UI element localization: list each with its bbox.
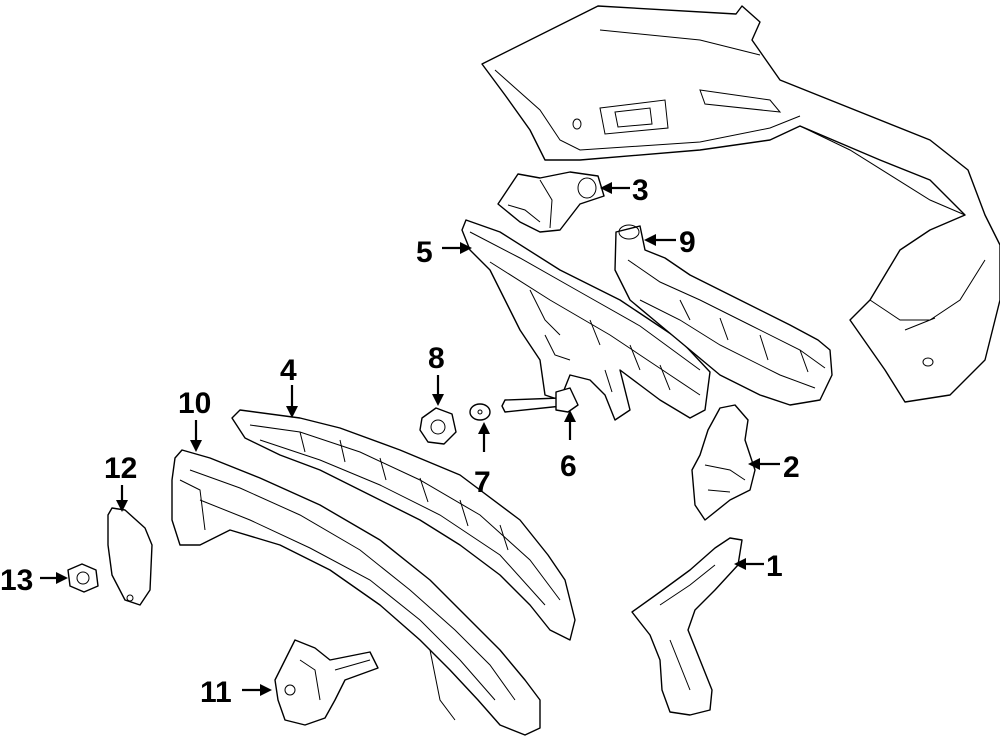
- callout-arrows: [40, 182, 780, 696]
- part-9-side-absorber: [614, 224, 833, 406]
- part-12-plate: [107, 507, 153, 606]
- part-13-nut: [67, 563, 99, 593]
- part-4-impact-bar: [231, 409, 576, 641]
- part-3-bracket: [497, 171, 605, 233]
- part-1-bracket: [631, 537, 743, 716]
- callout-4: 4: [280, 354, 297, 387]
- callout-11: 11: [200, 676, 232, 709]
- callout-10: 10: [178, 387, 211, 420]
- callout-2: 2: [783, 451, 800, 484]
- part-11-tow-bracket: [274, 639, 379, 726]
- part-7-washer: [469, 403, 491, 421]
- part-10-reinforcement: [171, 449, 541, 736]
- part-8-nut: [419, 407, 457, 445]
- callout-3: 3: [632, 174, 649, 207]
- callout-5: 5: [416, 236, 433, 269]
- bumper-cover: [481, 5, 1000, 403]
- callout-1: 1: [766, 550, 783, 583]
- callout-8: 8: [428, 342, 445, 375]
- callout-9: 9: [679, 226, 696, 259]
- part-6-bolt: [501, 387, 579, 413]
- callout-labels: 1 2 3 4 5 6 7 8 9 10 11 12 13: [0, 174, 800, 709]
- callout-12: 12: [104, 452, 137, 485]
- callout-6: 6: [560, 450, 577, 483]
- callout-13: 13: [0, 564, 33, 597]
- part-2-bracket: [691, 404, 756, 521]
- callout-7: 7: [474, 466, 491, 499]
